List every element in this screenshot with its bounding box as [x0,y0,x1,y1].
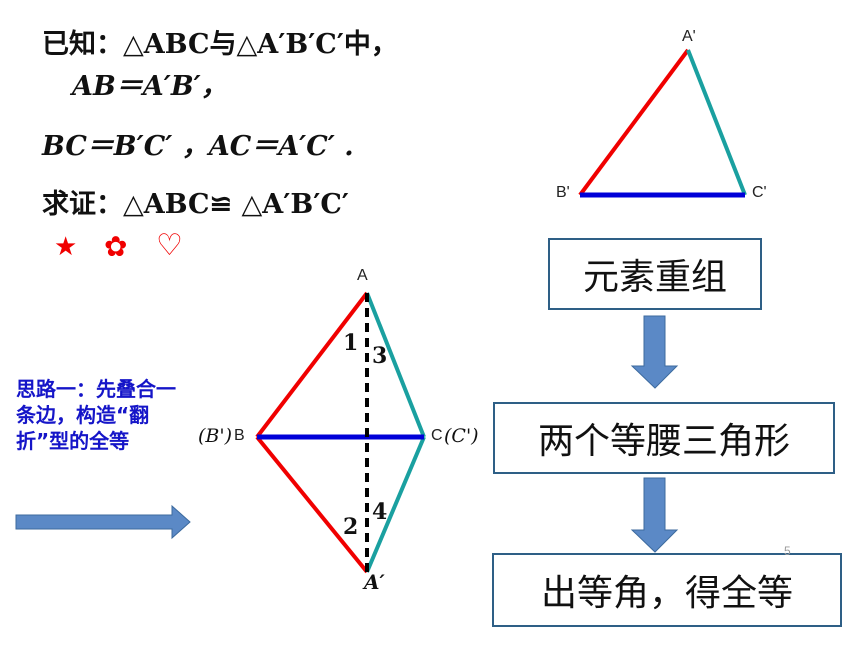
top-side-ac [686,49,747,196]
given-line-1: 已知：△ABC与△A′B′C′中， [42,29,398,60]
down-arrow-icon-2 [630,477,679,553]
flow-box-regroup: 元素重组 [548,238,762,310]
flower-icon: ✿ [104,230,128,263]
kite-vertex-a2: A′ [364,570,385,594]
heart-icon: ♡ [156,228,183,263]
flow-box-conclusion: 出等角，得全等 [492,553,842,627]
kite-vertex-c: C [431,427,443,444]
right-arrow-icon [15,504,191,540]
given-line-3: BC＝B′C′ ，AC＝A′C′ . [42,131,354,162]
page-number: 5 [784,544,791,558]
angle-label-2: 2 [343,514,359,540]
prove-line: 求证：△ABC≌ △A′B′C′ [42,189,349,220]
top-side-ab [578,48,690,197]
flow-box-isosceles: 两个等腰三角形 [493,402,835,474]
angle-label-4: 4 [372,499,388,525]
star-icon: ★ [54,232,78,262]
angle-label-1: 1 [343,330,359,356]
kite-side-ba2 [255,435,369,574]
idea-note: 思路一：先叠合一条边，构造“翻折”型的全等 [16,377,176,453]
angle-label-3: 3 [372,343,388,369]
kite-vertex-a: A [357,267,368,284]
kite-side-ab [255,291,369,439]
kite-side-ac [365,292,426,438]
kite-vertex-b: B [234,427,245,444]
kite-vertex-b-prefix: (B') [198,425,233,447]
top-vertex-a: A' [682,28,696,45]
kite-side-ca2 [365,436,426,573]
top-vertex-c: C' [752,184,767,201]
top-vertex-b: B' [556,184,570,201]
kite-vertex-c-suffix: (C') [444,425,479,447]
given-line-2: AB＝A′B′， [72,71,228,102]
down-arrow-icon-1 [630,315,679,389]
